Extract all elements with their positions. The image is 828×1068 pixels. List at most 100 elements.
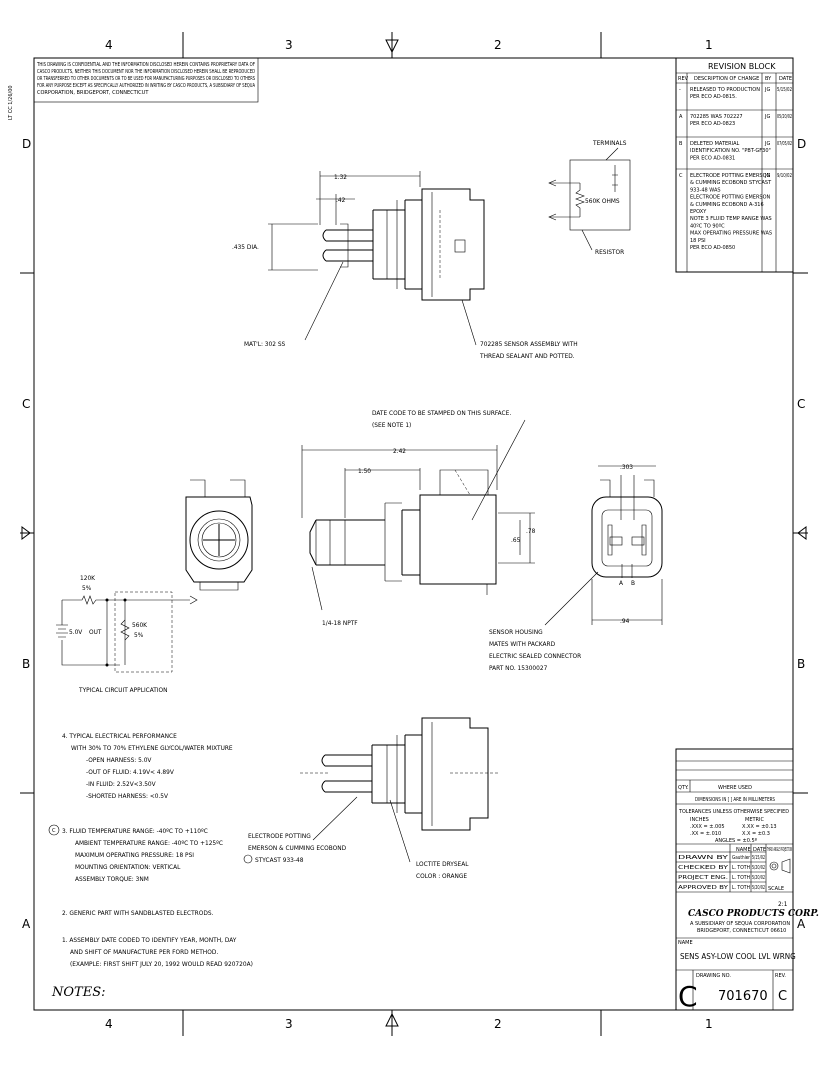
dim-length: 2.42 bbox=[393, 447, 406, 455]
sensor-schematic bbox=[548, 147, 631, 251]
notice-line: THIS DRAWING IS CONFIDENTIAL AND THE INF… bbox=[36, 62, 255, 68]
dim-overall-length: 1.32 bbox=[334, 173, 347, 181]
note-2: 2. GENERIC PART WITH SANDBLASTED ELECTRO… bbox=[62, 909, 214, 917]
note-4: -OPEN HARNESS: 5.0V bbox=[86, 756, 151, 764]
note-3: MOUNTING ORIENTATION: VERTICAL bbox=[75, 863, 181, 871]
housing-note: SENSOR HOUSING bbox=[489, 628, 543, 636]
tol-metric-xx: X.X = ±0.3 bbox=[742, 831, 770, 837]
zone-row-a-right: A bbox=[797, 917, 806, 931]
dim-diameter: .435 DIA. bbox=[232, 243, 259, 251]
zone-row-c-right: C bbox=[797, 397, 805, 411]
zone-col-4-top: 4 bbox=[105, 38, 113, 52]
rev-description-line: 18 PSI bbox=[690, 238, 706, 244]
rev-description-line: ELECTRODE POTTING EMERSON bbox=[690, 173, 771, 179]
housing-note: ELECTRIC SEALED CONNECTOR bbox=[489, 652, 581, 660]
thread-spec: 1/4-18 NPTF bbox=[322, 619, 358, 627]
rev-date: 9/10/02 bbox=[777, 173, 792, 179]
resistor-value: 560K OHMS bbox=[585, 197, 620, 205]
assembly-note: THREAD SEALANT AND POTTED. bbox=[479, 352, 575, 360]
zone-col-2-bottom: 2 bbox=[494, 1017, 502, 1031]
rev-letter: B bbox=[679, 141, 683, 147]
dim-height-outer: .78 bbox=[526, 527, 536, 535]
potting-note: ELECTRODE POTTING bbox=[248, 832, 311, 840]
zone-col-4-bottom: 4 bbox=[105, 1017, 113, 1031]
r1-tolerance: 5% bbox=[82, 584, 92, 592]
zone-row-d-right: D bbox=[797, 137, 806, 151]
mid-view-drawing bbox=[185, 419, 663, 626]
rev-header-desc: DESCRIPTION OF CHANGE bbox=[694, 76, 759, 82]
rev-description-line: MAX OPERATING PRESSURE WAS bbox=[690, 231, 772, 237]
notes-title: NOTES: bbox=[51, 985, 105, 1000]
current-rev: C bbox=[778, 989, 787, 1004]
zone-row-c-left: C bbox=[22, 397, 30, 411]
loctite-note: LOCTITE DRYSEAL bbox=[416, 860, 469, 868]
note-1: 1. ASSEMBLY DATE CODED TO IDENTIFY YEAR,… bbox=[62, 936, 237, 944]
zone-row-d-left: D bbox=[22, 137, 31, 151]
note-3: MAXIMUM OPERATING PRESSURE: 18 PSI bbox=[75, 851, 194, 859]
note-4: WITH 30% TO 70% ETHYLENE GLYCOL/WATER MI… bbox=[71, 744, 233, 752]
company-sub-1: A SUBSIDIARY OF SEQUA CORPORATION bbox=[690, 921, 790, 927]
note-1: AND SHIFT OF MANUFACTURE PER FORD METHOD… bbox=[70, 948, 218, 956]
revision-block-title: REVISION BLOCK bbox=[708, 62, 776, 71]
where-used-label: WHERE USED bbox=[718, 785, 752, 791]
rev-letter: - bbox=[679, 87, 681, 93]
signature-role: CHECKED BY bbox=[678, 865, 729, 871]
pin-b-label: B bbox=[631, 579, 635, 587]
rev-description-line: & CUMMING ECOBOND STYCAST bbox=[690, 180, 772, 186]
note-3: 3. FLUID TEMPERATURE RANGE: -40ºC TO +11… bbox=[62, 827, 208, 835]
resistor-label: RESISTOR bbox=[595, 248, 624, 256]
out-label: OUT bbox=[89, 628, 102, 636]
rev-date: 5/15/02 bbox=[777, 87, 792, 93]
rev-description-line: 933-48 WAS bbox=[690, 187, 721, 193]
notes-section: 4. TYPICAL ELECTRICAL PERFORMANCE WITH 3… bbox=[48, 732, 253, 1000]
rev-description-line: PER ECO AD-0815. bbox=[690, 94, 737, 100]
note-3: ASSEMBLY TORQUE: 3NM bbox=[75, 875, 149, 883]
dim-connector-width: .94 bbox=[620, 617, 630, 625]
dim-height-inner: .65 bbox=[511, 536, 521, 544]
r1-value: 120K bbox=[80, 574, 95, 582]
note-4: -SHORTED HARNESS: <0.5V bbox=[86, 792, 168, 800]
rev-description-line: DELETED MATERIAL bbox=[690, 141, 740, 147]
material-label: MAT'L: 302 SS bbox=[244, 340, 286, 348]
tol-xx: .XX = ±.010 bbox=[690, 831, 721, 837]
rev-header-rev: REV bbox=[678, 76, 689, 82]
rev-by: JG bbox=[764, 141, 770, 147]
drawing-no-label: DRAWING NO. bbox=[696, 973, 731, 979]
notice-line: OR TRANSFERRED TO OTHER DOCUMENTS OR TO … bbox=[37, 76, 255, 82]
proprietary-notice-box bbox=[33, 57, 259, 103]
potting-note: EMERSON & CUMMING ECOBOND bbox=[248, 844, 347, 852]
qty-label: QTY. bbox=[678, 785, 689, 791]
zone-col-3-bottom: 3 bbox=[285, 1017, 293, 1031]
margin-stamp: LT CC 1/26/00 bbox=[8, 85, 14, 120]
rev-by: JG bbox=[764, 114, 770, 120]
proprietary-notice: THIS DRAWING IS CONFIDENTIAL AND THE INF… bbox=[36, 62, 255, 96]
zone-ticks bbox=[20, 32, 808, 1036]
notice-line: FOR ANY PURPOSE EXCEPT AS SPECIFICALLY A… bbox=[37, 83, 255, 89]
part-name: SENS ASY-LOW COOL LVL WRNG bbox=[680, 952, 796, 961]
rev-date: 07/05/02 bbox=[777, 141, 792, 147]
inches-label: INCHES bbox=[690, 817, 709, 823]
rev-label: REV. bbox=[775, 973, 786, 979]
center-arrow-right bbox=[797, 526, 807, 540]
name-label: NAME bbox=[678, 940, 693, 946]
signature-role: PROJECT ENG. bbox=[678, 875, 729, 881]
bottom-view-drawing bbox=[300, 717, 500, 863]
signature-date: 5/20/02 bbox=[752, 875, 765, 881]
revision-block: REVISION BLOCK REV DESCRIPTION OF CHANGE… bbox=[675, 57, 794, 273]
loctite-note: COLOR : ORANGE bbox=[416, 872, 467, 880]
tolerances-note: TOLERANCES UNLESS OTHERWISE SPECIFIED bbox=[678, 809, 789, 815]
rev-description-line: PER ECO AD-0850 bbox=[690, 245, 735, 251]
zone-row-b-right: B bbox=[797, 657, 805, 671]
dim-tip-length: .42 bbox=[336, 196, 346, 204]
signature-name: Gauthier bbox=[732, 855, 751, 861]
notice-line: CORPORATION, BRIDGEPORT, CONNECTICUT bbox=[37, 90, 149, 96]
rev-description-line: 702285 WAS 702227 bbox=[690, 114, 743, 120]
zone-col-3-top: 3 bbox=[285, 38, 293, 52]
dimensions-note: DIMENSIONS IN [ ] ARE IN MILLIMETERS bbox=[695, 797, 775, 803]
rev-by: JG bbox=[764, 173, 770, 179]
housing-note: PART NO. 15300027 bbox=[489, 664, 548, 672]
center-arrow-bottom bbox=[385, 1012, 399, 1027]
rev-description-line: NOTE 3 FLUID TEMP RANGE WAS bbox=[690, 216, 772, 222]
rev-description-line: 40ºC TO 90ºC bbox=[690, 223, 725, 229]
